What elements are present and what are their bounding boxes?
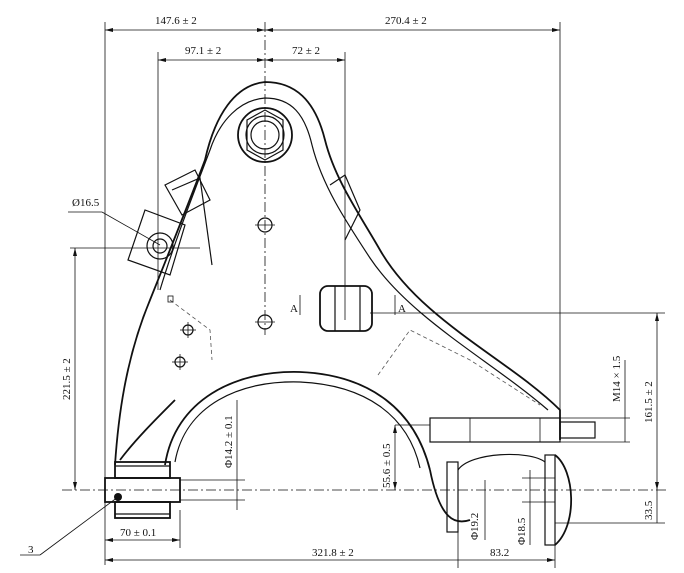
dim-bottom-offset: 33.5	[643, 500, 655, 520]
dim-mid-left: 97.1 ± 2	[185, 45, 221, 57]
control-arm-body	[104, 81, 596, 546]
dim-bottom-right: 83.2	[490, 547, 509, 559]
dim-hole-dia: Ø16.5	[72, 197, 100, 209]
section-mark-right: A	[398, 303, 406, 315]
dim-bottom-overall: 321.8 ± 2	[312, 547, 354, 559]
dim-bottom-left: 70 ± 0.1	[120, 527, 156, 539]
dim-small-dia-a: Φ19.2	[469, 513, 481, 540]
dim-right-vertical: 161.5 ± 2	[643, 381, 655, 423]
dim-left-vertical: 221.5 ± 2	[61, 358, 73, 400]
dimension-labels: 147.6 ± 2 270.4 ± 2 97.1 ± 2 72 ± 2 Ø16.…	[28, 15, 655, 559]
dim-small-dia-b: Φ18.5	[516, 517, 528, 545]
callout-bushing: 3	[28, 544, 34, 556]
dim-top-right: 270.4 ± 2	[385, 15, 427, 27]
dim-top-left: 147.6 ± 2	[155, 15, 197, 27]
dim-inner-height: 55.6 ± 0.5	[381, 443, 393, 488]
dim-mid-right: 72 ± 2	[292, 45, 320, 57]
dim-bush-dia: Φ14.2 ± 0.1	[223, 415, 235, 468]
dim-thread: M14 × 1.5	[611, 355, 623, 402]
dimension-lines	[20, 22, 668, 568]
section-mark-left: A	[290, 303, 298, 315]
